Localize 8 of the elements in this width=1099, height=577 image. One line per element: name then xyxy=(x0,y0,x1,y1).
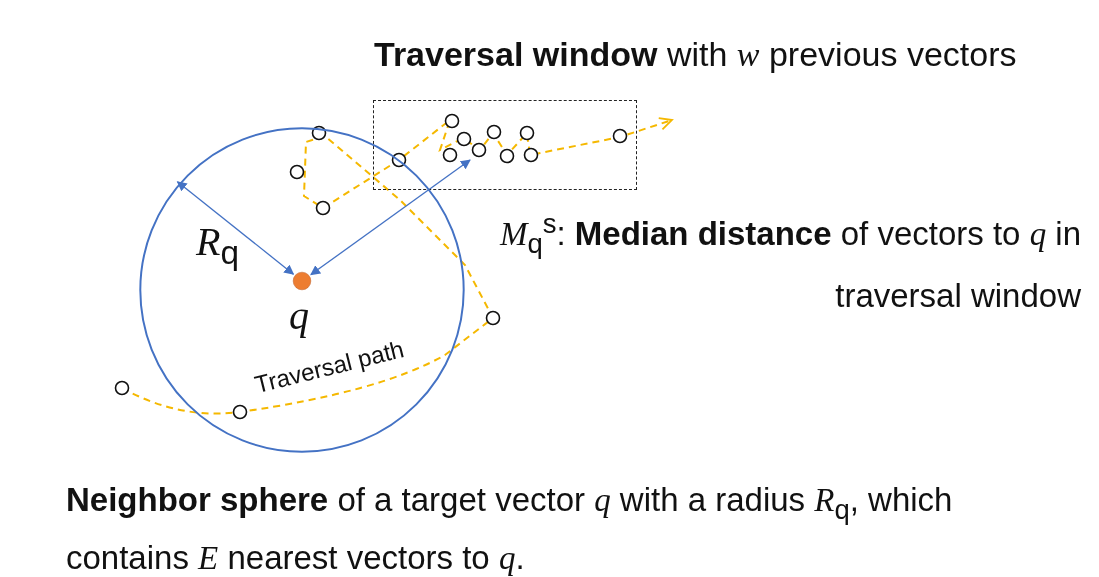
arrow xyxy=(310,159,471,276)
point-label: q xyxy=(289,292,309,339)
arrow xyxy=(176,181,295,275)
median-distance-label: M$_{q}$$^{s}$: Median distance of vectors to q in traversal window xyxy=(498,207,1081,316)
radius-label: R$_{q}$ xyxy=(196,218,239,272)
caption-text: Neighbor sphere of a target vector q with a radius R$_{q}$, which contains E nearest vectors to q. xyxy=(66,480,954,577)
neighbor-sphere xyxy=(137,125,467,455)
window-heading: Traversal window with w previous vectors xyxy=(374,35,1017,74)
